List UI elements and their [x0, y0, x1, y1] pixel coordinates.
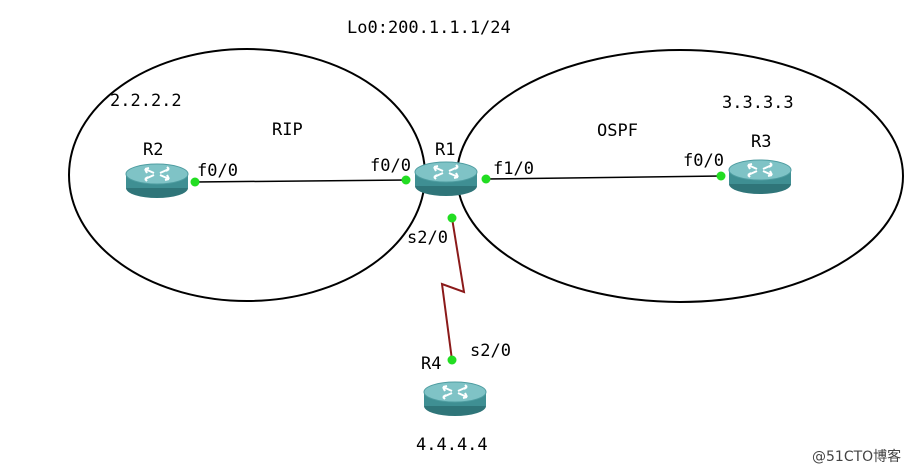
r1-f0-0-label: f0/0 [370, 156, 411, 176]
r1-s2-0-label: s2/0 [407, 228, 448, 248]
r1-f1-0-label: f1/0 [493, 159, 534, 179]
router-r3-icon[interactable] [728, 159, 792, 195]
r4-name-label: R4 [421, 354, 442, 374]
r4-loopback-label: 4.4.4.4 [416, 435, 488, 455]
port-r3-f0-0 [716, 171, 726, 181]
port-r4-s2-0 [447, 355, 457, 365]
r3-f0-0-label: f0/0 [683, 151, 724, 171]
r3-loopback-label: 3.3.3.3 [722, 93, 794, 113]
r2-f0-0-label: f0/0 [197, 161, 238, 181]
rip-area-label: RIP [272, 120, 303, 140]
router-r4-icon[interactable] [423, 381, 487, 417]
link-r2-r1 [194, 179, 408, 183]
port-r1-f1-0 [481, 174, 491, 184]
r3-name-label: R3 [751, 132, 772, 152]
port-r1-f0-0 [401, 175, 411, 185]
r1-name-label: R1 [435, 140, 456, 160]
link-r1-r4-serial [440, 217, 466, 361]
port-r1-s2-0 [447, 213, 457, 223]
router-r1-icon[interactable] [414, 161, 478, 197]
router-r2-icon[interactable] [125, 163, 189, 199]
r2-loopback-label: 2.2.2.2 [110, 91, 182, 111]
r1-loopback-label: Lo0:200.1.1.1/24 [347, 18, 511, 38]
ospf-area-label: OSPF [597, 121, 638, 141]
port-r2-f0-0 [190, 177, 200, 187]
link-r1-r3 [484, 175, 722, 180]
watermark: @51CTO博客 [812, 449, 902, 465]
r4-s2-0-label: s2/0 [470, 341, 511, 361]
r2-name-label: R2 [143, 140, 164, 160]
